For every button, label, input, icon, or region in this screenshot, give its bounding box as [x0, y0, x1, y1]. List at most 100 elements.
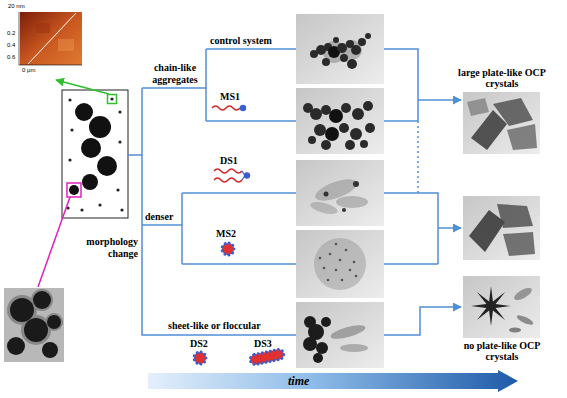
tem-ms1-part: [345, 140, 355, 150]
aggregate-schematic-part: [98, 203, 101, 206]
surfactant-icons-part: [212, 106, 240, 110]
tem-ds1-part: [353, 181, 359, 187]
branch-label: morphology change: [74, 236, 138, 260]
tem-control: [296, 14, 384, 84]
branch-label: DS3: [254, 338, 272, 350]
tem-ms1-part: [360, 140, 368, 148]
aggregate-schematic-part: [68, 158, 71, 161]
tem-ds2-ds3-part: [296, 302, 384, 368]
tem-ms2-part: [329, 253, 332, 256]
time-label: time: [288, 373, 309, 389]
afm-image-shape: [6, 3, 84, 77]
tem-ms2-part: [355, 275, 358, 278]
tem-ms1-part: [363, 101, 373, 111]
tem-control-part: [358, 38, 366, 46]
flow-lines-part: [128, 154, 142, 156]
tem-control-part: [296, 14, 384, 84]
tem-control-part: [322, 58, 330, 66]
flow-lines-part: [142, 87, 206, 89]
tem-ms2-part: [323, 267, 326, 270]
aggregate-schematic-part: [69, 185, 79, 195]
crystal-image-part: [503, 232, 535, 256]
aggregate-schematic-part: [118, 110, 121, 113]
aggregate-schematic-part: [120, 208, 123, 211]
branch-label: control system: [210, 35, 272, 47]
tem-closeup-part: [10, 298, 34, 322]
surfactant-icons-part: [240, 105, 246, 111]
axis-label: 0 μm: [22, 67, 35, 74]
aggregate-schematic-part: [67, 183, 81, 197]
tem-ms2-part: [341, 279, 344, 282]
aggregate-schematic-part: [38, 197, 70, 287]
branch-label: chain-like aggregates: [146, 62, 204, 86]
tem-closeup: [4, 288, 64, 362]
result-heading: no plate-like OCP crystals: [456, 340, 548, 362]
crystal-image: large plate-like OCP crystals: [463, 92, 540, 154]
flow-lines-part: [181, 193, 183, 264]
tem-control-part: [333, 37, 339, 43]
aggregate-schematic-part: [82, 174, 98, 190]
aggregate-schematic-part: [68, 98, 71, 101]
axis-label: 20 nm: [8, 3, 25, 10]
tem-ds2-ds3-part: [329, 323, 366, 342]
flow-lines-part: [438, 227, 461, 229]
aggregate-schematic-part: [108, 95, 117, 104]
tem-ms2-part: [314, 238, 366, 290]
flow-lines: [128, 49, 461, 335]
crystal-image: [463, 196, 540, 260]
axis-label: 0.4: [7, 42, 15, 49]
crystal-image-part: [463, 196, 540, 260]
tem-ds1: [296, 160, 384, 226]
tem-ds1-part: [309, 200, 339, 217]
flow-lines-part: [384, 49, 418, 121]
crystal-image-shape: [463, 276, 540, 338]
tem-ms1-part: [341, 103, 351, 113]
aggregate-schematic-part: [70, 128, 73, 131]
tem-ds2-ds3-part: [340, 344, 368, 352]
aggregate-schematic-part: [118, 140, 121, 143]
time-arrow: time: [148, 370, 518, 392]
aggregate-schematic-part: [116, 188, 119, 191]
branch-label: MS1: [220, 91, 240, 103]
tem-control-part: [340, 54, 348, 62]
crystal-image-shape: [463, 92, 540, 154]
surfactant-icons-part: [244, 172, 250, 178]
branch-label: denser: [145, 211, 173, 223]
tem-ds1-part: [324, 192, 329, 197]
branch-label: DS1: [220, 155, 238, 167]
crystal-image: no plate-like OCP crystals: [463, 276, 540, 338]
flow-lines-part: [182, 263, 296, 265]
tem-ds2-ds3-part: [316, 342, 328, 354]
aggregate-schematic-part: [110, 97, 113, 100]
tem-ds1-part: [336, 196, 368, 208]
aggregate-schematic-part: [75, 103, 93, 121]
flow-lines-part: [384, 120, 418, 122]
tem-ms1-part: [352, 108, 364, 120]
branch-label: MS2: [216, 228, 236, 240]
result-heading: large plate-like OCP crystals: [456, 67, 548, 89]
tem-ms2: [296, 230, 384, 298]
aggregate-schematic-part: [56, 80, 109, 94]
tem-ds2-ds3-part: [321, 317, 331, 327]
tem-ms1-part: [296, 88, 384, 154]
tem-closeup-part: [24, 318, 48, 342]
aggregate-schematic-part: [81, 138, 101, 158]
crystal-image-shape: [463, 276, 540, 338]
tem-control-part: [337, 43, 347, 53]
flow-lines-part: [182, 192, 296, 194]
tem-ds1-part: [296, 160, 384, 226]
aggregate-schematic-part: [62, 90, 128, 218]
tem-closeup-part: [31, 289, 53, 311]
tem-closeup-part: [42, 342, 58, 358]
crystal-image-part: [497, 204, 533, 228]
surfactant-icons-part: [249, 349, 284, 366]
branch-label: DS2: [190, 338, 208, 350]
flow-lines-part: [417, 121, 419, 193]
tem-ms1-part: [350, 128, 362, 140]
tem-ds2-ds3: [296, 302, 384, 368]
tem-ms1-part: [308, 136, 316, 144]
tem-ms2-part: [296, 230, 384, 298]
tem-ms1: [296, 88, 384, 154]
surfactant-icons-part: [222, 243, 234, 255]
